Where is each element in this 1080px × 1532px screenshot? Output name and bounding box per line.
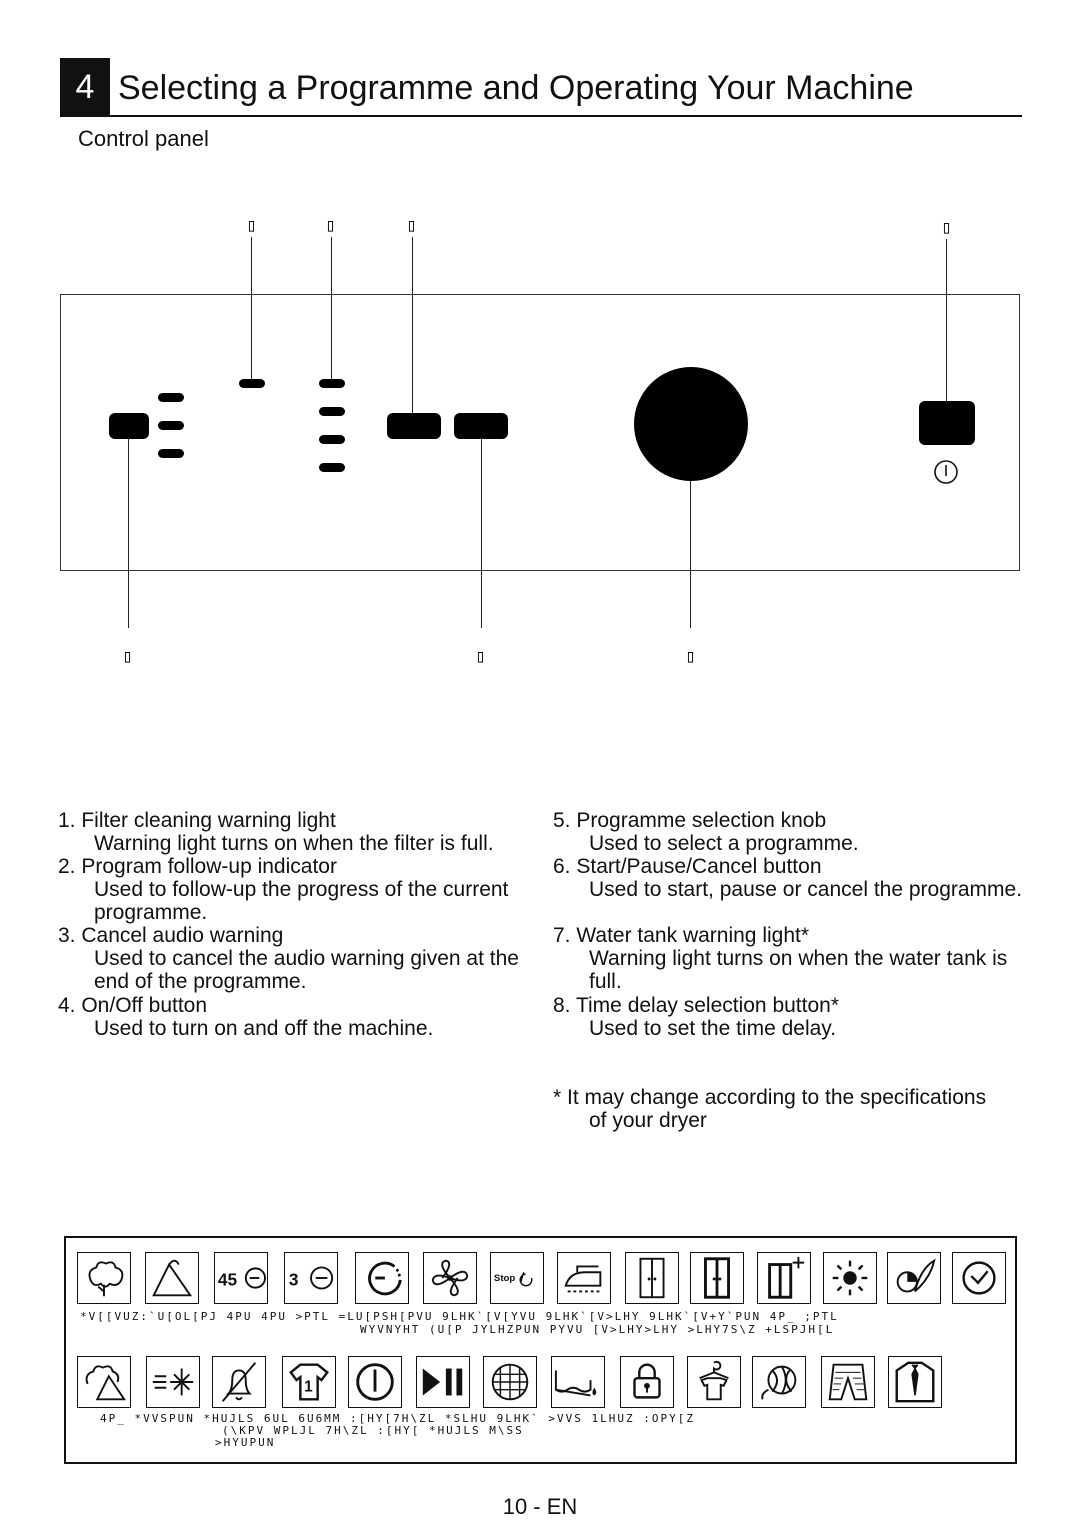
callout-line (251, 237, 252, 380)
item-desc: Used to start, pause or cancel the progr… (589, 878, 1023, 901)
item-label: 6. Start/Pause/Cancel button (553, 855, 822, 878)
follow-up-led (319, 407, 345, 416)
indicator-led (158, 421, 184, 430)
item-label: 4. On/Off button (58, 994, 208, 1017)
legend-caption-row2-c: >HYUPUN (215, 1436, 276, 1449)
power-icon (933, 459, 959, 485)
item-desc: Used to set the time delay. (589, 1017, 837, 1040)
follow-up-led (319, 435, 345, 444)
item-desc: Used to select a programme. (589, 832, 859, 855)
svg-text:3: 3 (289, 1270, 299, 1290)
start-pause-icon (416, 1356, 470, 1408)
shirt-1-icon: 1 (282, 1356, 336, 1408)
power-icon (348, 1356, 402, 1408)
item-label: 3. Cancel audio warning (58, 924, 284, 947)
fan-icon (423, 1252, 477, 1304)
follow-up-led (319, 379, 345, 388)
jeans-icon (821, 1356, 875, 1408)
start-pause-cancel-button[interactable] (454, 413, 508, 439)
legend-caption-row2-a: 4P_ *VVSPUN *HUJLS 6UL 6U6MM :[HY[7H\ZL … (100, 1412, 695, 1425)
item-desc: Used to cancel the audio warning given a… (94, 947, 519, 993)
subtitle: Control panel (78, 126, 209, 151)
callout-marker-1: ▯ (246, 215, 257, 236)
time-delay-button[interactable] (919, 401, 975, 445)
time-remaining-icon (355, 1252, 409, 1304)
indicator-led (158, 449, 184, 458)
footnote-line-2: of your dryer (589, 1109, 707, 1132)
callout-line (946, 239, 947, 401)
callout-marker-4: ▯ (941, 217, 952, 238)
callout-line (690, 480, 691, 628)
callout-marker-2: ▯ (325, 215, 336, 236)
item-label: 5. Programme selection knob (553, 809, 827, 832)
item-3: 3. Cancel audio warning Used to cancel t… (58, 924, 528, 993)
audio-off-icon (212, 1356, 266, 1408)
delicate-icon (887, 1252, 941, 1304)
wool-icon (752, 1356, 806, 1408)
shirt-hanger-icon (687, 1356, 741, 1408)
stop-icon: Stop (490, 1252, 544, 1304)
wardrobe-plus-icon (690, 1252, 744, 1304)
callout-marker-3: ▯ (406, 215, 417, 236)
callout-marker-7: ▯ (685, 646, 696, 667)
section-number: 4 (60, 58, 110, 116)
item-label: 1. Filter cleaning warning light (58, 809, 336, 832)
item-label: 2. Program follow-up indicator (58, 855, 337, 878)
callout-line (412, 237, 413, 413)
legend-caption-row1-a: *V[[VUZ:`U[OL[PJ 4PU 4PU >PTL =LU[PSH[PV… (80, 1310, 839, 1323)
3-min-icon: 3 (284, 1252, 338, 1304)
programme-selection-knob[interactable] (634, 367, 748, 481)
control-panel (60, 294, 1020, 571)
callout-marker-6: ▯ (475, 646, 486, 667)
svg-text:Stop: Stop (494, 1273, 515, 1284)
on-off-button[interactable] (109, 413, 149, 439)
filter-warning-light (239, 379, 265, 388)
item-4: 4. On/Off button Used to turn on and off… (58, 994, 528, 1040)
indicator-led (158, 393, 184, 402)
item-7: 7. Water tank warning light* Warning lig… (553, 924, 1033, 993)
title-rule (60, 115, 1022, 117)
item-label: 7. Water tank warning light* (553, 924, 810, 947)
sun-icon (823, 1252, 877, 1304)
page-number: 10 - EN (502, 1494, 578, 1519)
callout-line (481, 436, 482, 628)
follow-up-led (319, 463, 345, 472)
callout-line (128, 436, 129, 628)
item-label: 8. Time delay selection button* (553, 994, 840, 1017)
callout-line (331, 237, 332, 380)
filter-grid-icon (483, 1356, 537, 1408)
legend-caption-row1-b: WYVNYHT (U[P JYLHZPUN PYVU [V>LHY>LHY >L… (360, 1323, 835, 1336)
item-1: 1. Filter cleaning warning light Warning… (58, 809, 528, 855)
water-tank-icon (551, 1356, 605, 1408)
cotton-dry-icon (77, 1252, 131, 1304)
symbol-legend (64, 1236, 1017, 1464)
footnote-line-1: * It may change according to the specifi… (553, 1086, 987, 1109)
child-lock-icon (620, 1356, 674, 1408)
cooling-icon (146, 1356, 200, 1408)
45-min-icon: 45 (214, 1252, 268, 1304)
hanger-dry-icon (145, 1252, 199, 1304)
item-desc: Used to turn on and off the machine. (94, 1017, 434, 1040)
svg-text:1: 1 (304, 1379, 313, 1396)
svg-text:45: 45 (218, 1270, 238, 1290)
item-8: 8. Time delay selection button* Used to … (553, 994, 1033, 1040)
wardrobe-extra-icon (757, 1252, 811, 1304)
page-title: Selecting a Programme and Operating Your… (118, 69, 914, 107)
shirt-tie-icon (888, 1356, 942, 1408)
item-5: 5. Programme selection knob Used to sele… (553, 809, 1033, 855)
legend-caption-row2-b: (\KPV WPLJL 7H\ZL :[HY[ *HUJLS M\SS (222, 1424, 524, 1437)
clock-icon (952, 1252, 1006, 1304)
iron-dry-icon (557, 1252, 611, 1304)
item-desc: Warning light turns on when the water ta… (589, 947, 1008, 993)
cancel-audio-button[interactable] (387, 413, 441, 439)
callout-marker-5: ▯ (122, 646, 133, 667)
item-6: 6. Start/Pause/Cancel button Used to sta… (553, 855, 1033, 901)
wardrobe-icon (625, 1252, 679, 1304)
mix-icon (77, 1356, 131, 1408)
item-desc: Used to follow-up the progress of the cu… (94, 878, 509, 924)
footnote: * It may change according to the specifi… (553, 1086, 1033, 1132)
item-2: 2. Program follow-up indicator Used to f… (58, 855, 528, 924)
item-desc: Warning light turns on when the filter i… (94, 832, 494, 855)
